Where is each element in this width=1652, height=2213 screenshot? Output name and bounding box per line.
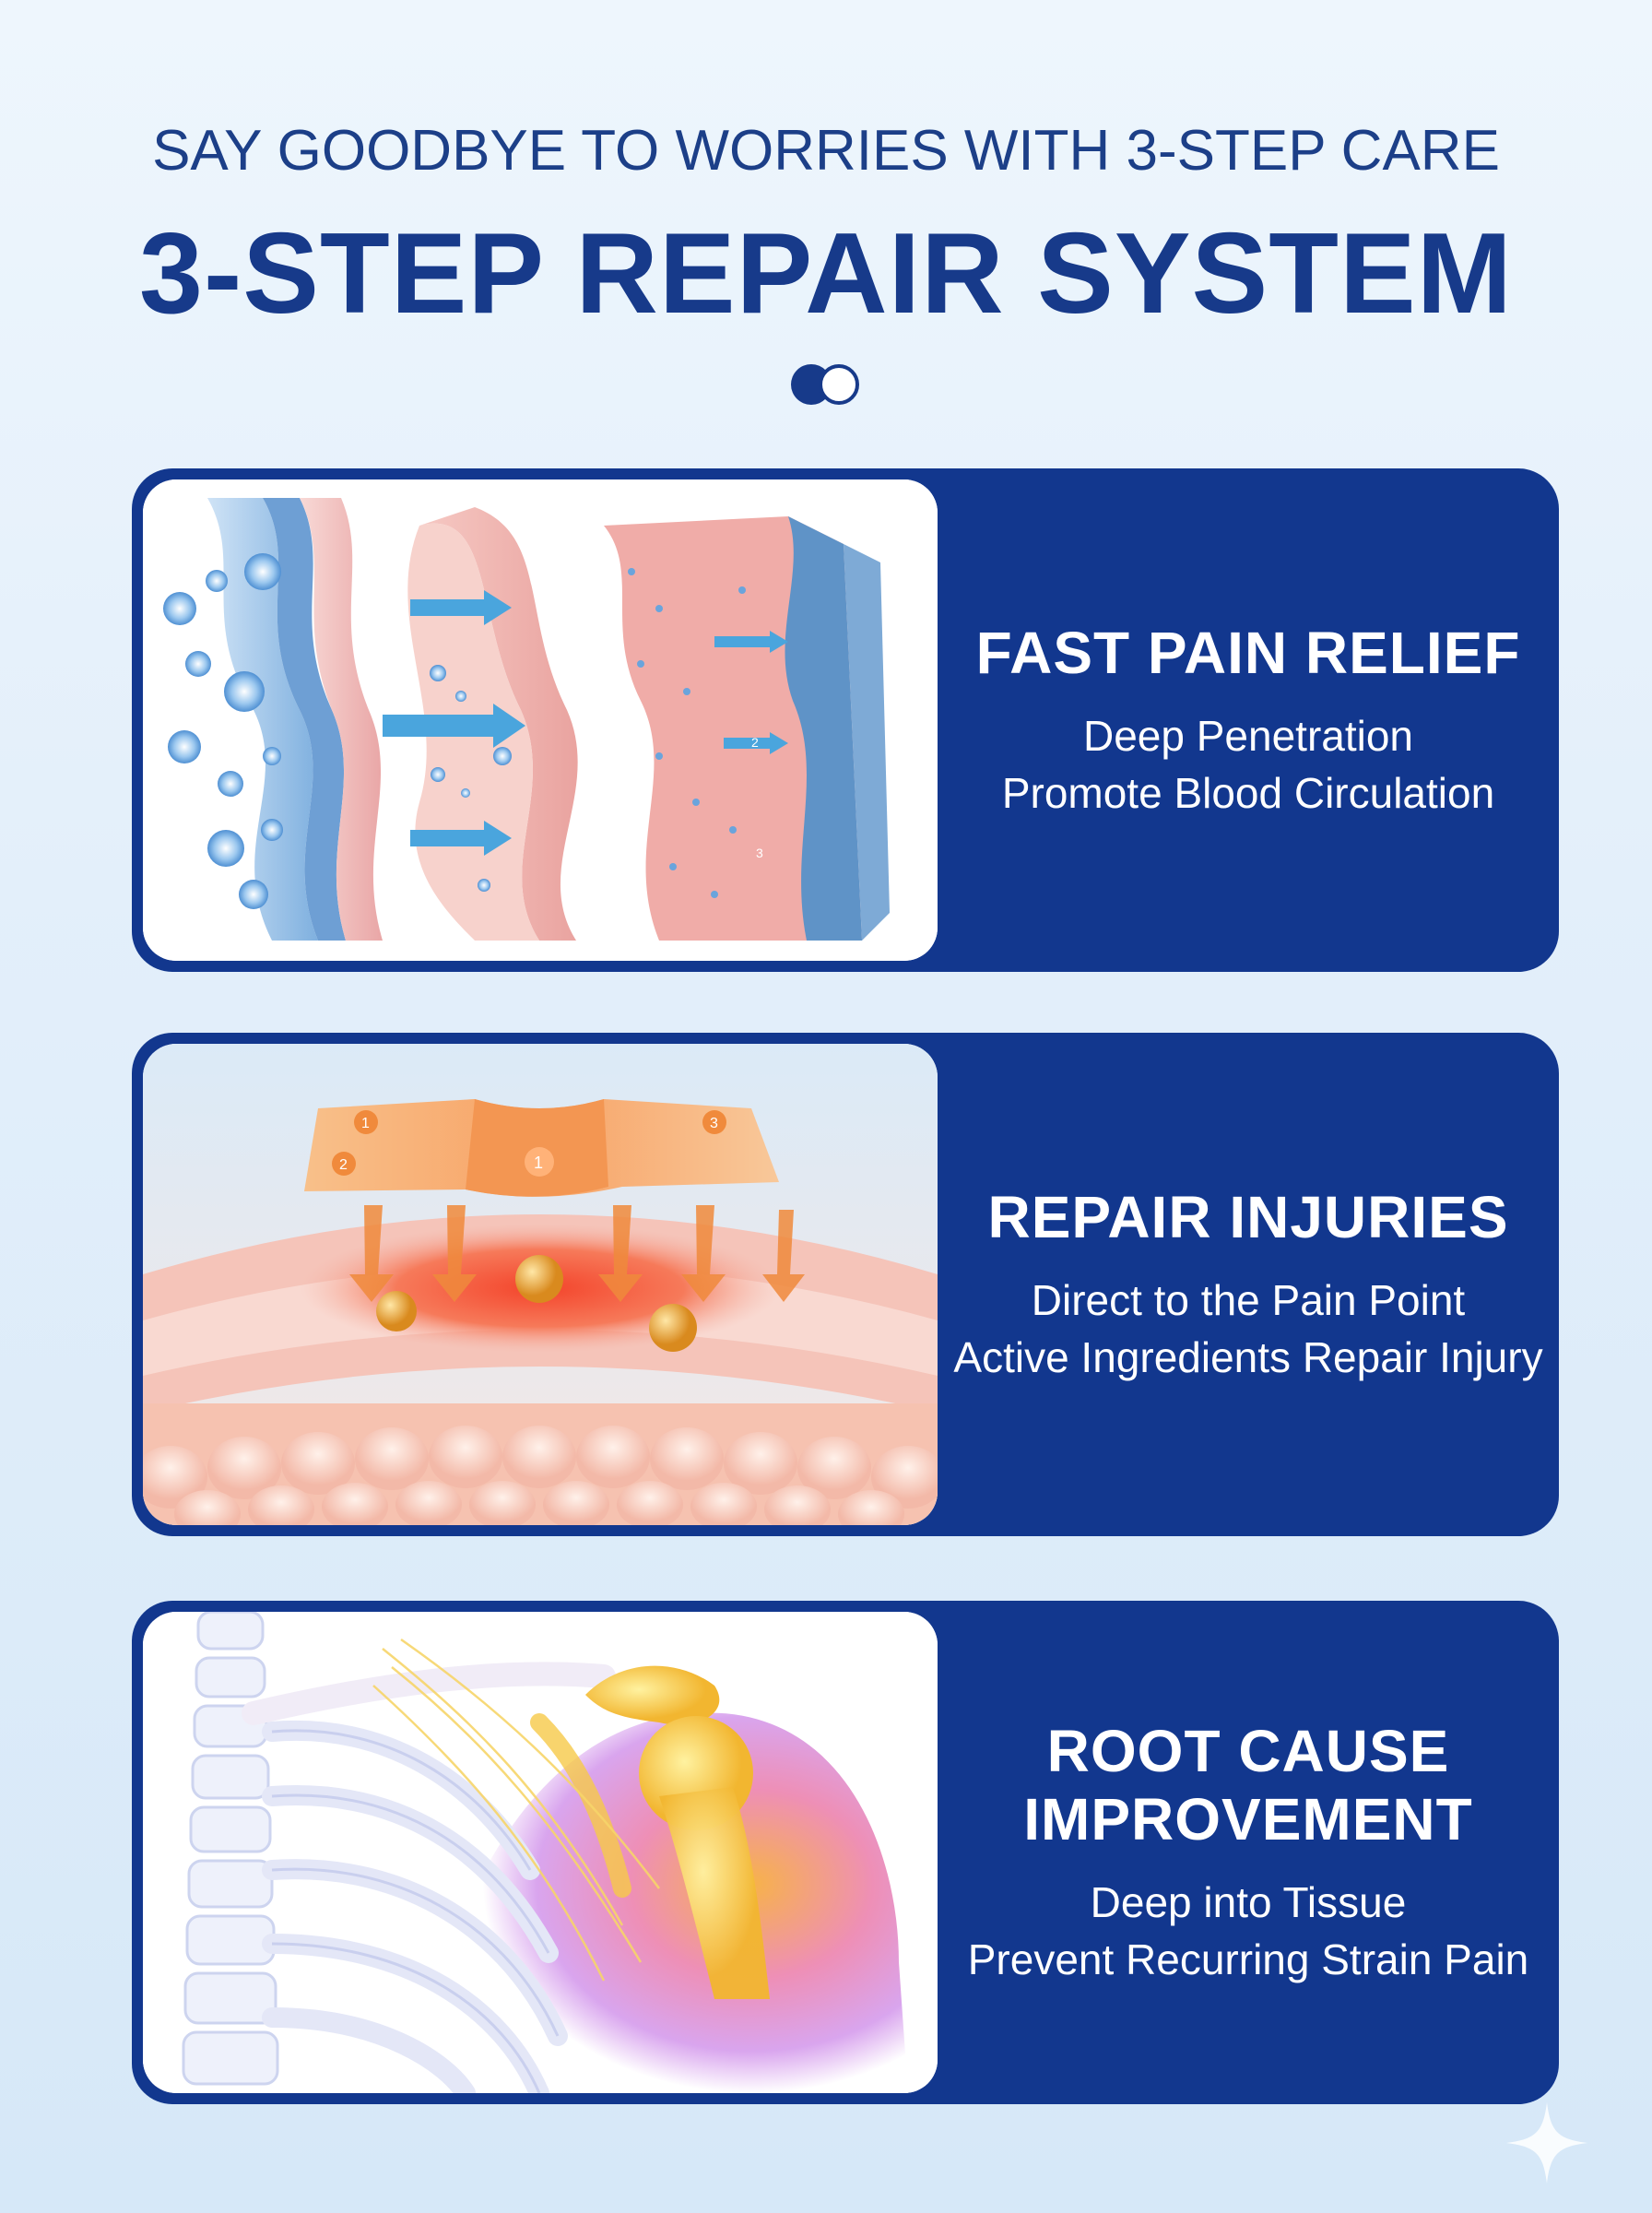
step-heading: REPAIR INJURIES (987, 1184, 1509, 1250)
patch-marker-1: 1 (361, 1116, 370, 1131)
page-subtitle: SAY GOODBYE TO WORRIES WITH 3-STEP CARE (152, 119, 1500, 183)
step-heading-line-2: IMPROVEMENT (1023, 1786, 1473, 1852)
step-heading: ROOT CAUSE IMPROVEMENT (1023, 1717, 1472, 1853)
patch-marker-center: 1 (534, 1154, 543, 1172)
step-line-1: Deep Penetration (1082, 712, 1414, 760)
step-line-1: Direct to the Pain Point (1031, 1276, 1466, 1324)
dot-inactive-icon (819, 364, 859, 405)
page-title: 3-STEP REPAIR SYSTEM (139, 210, 1513, 337)
shoulder-skeleton-illustration (143, 1612, 938, 2093)
step-card-fast-pain-relief: 2 3 FAST PAIN RELIEF Deep Penetration Pr… (132, 468, 1559, 972)
marker-2: 2 (751, 735, 759, 750)
patch-marker-2: 2 (339, 1157, 348, 1173)
step-line-2: Active Ingredients Repair Injury (953, 1333, 1543, 1381)
skin-layers-penetration-illustration: 2 3 (143, 479, 938, 961)
step-heading-line-1: ROOT CAUSE (1046, 1718, 1450, 1784)
step-card-root-cause-improvement: ROOT CAUSE IMPROVEMENT Deep into Tissue … (132, 1601, 1559, 2104)
step-text: ROOT CAUSE IMPROVEMENT Deep into Tissue … (938, 1601, 1559, 2104)
sparkle-icon (1506, 2102, 1587, 2183)
step-heading: FAST PAIN RELIEF (975, 620, 1521, 686)
step-line-2: Promote Blood Circulation (1001, 769, 1495, 817)
patch-marker-3: 3 (710, 1116, 718, 1131)
step-text: FAST PAIN RELIEF Deep Penetration Promot… (938, 468, 1559, 972)
carousel-indicator (791, 364, 865, 407)
marker-3: 3 (756, 846, 763, 860)
step-card-repair-injuries: 1 2 3 1 REPAIR INJURIES (132, 1033, 1559, 1536)
step-line-1: Deep into Tissue (1090, 1878, 1407, 1926)
step-text: REPAIR INJURIES Direct to the Pain Point… (938, 1033, 1559, 1536)
heat-patch-on-skin-illustration: 1 2 3 1 (143, 1044, 938, 1525)
step-line-2: Prevent Recurring Strain Pain (967, 1935, 1529, 1983)
